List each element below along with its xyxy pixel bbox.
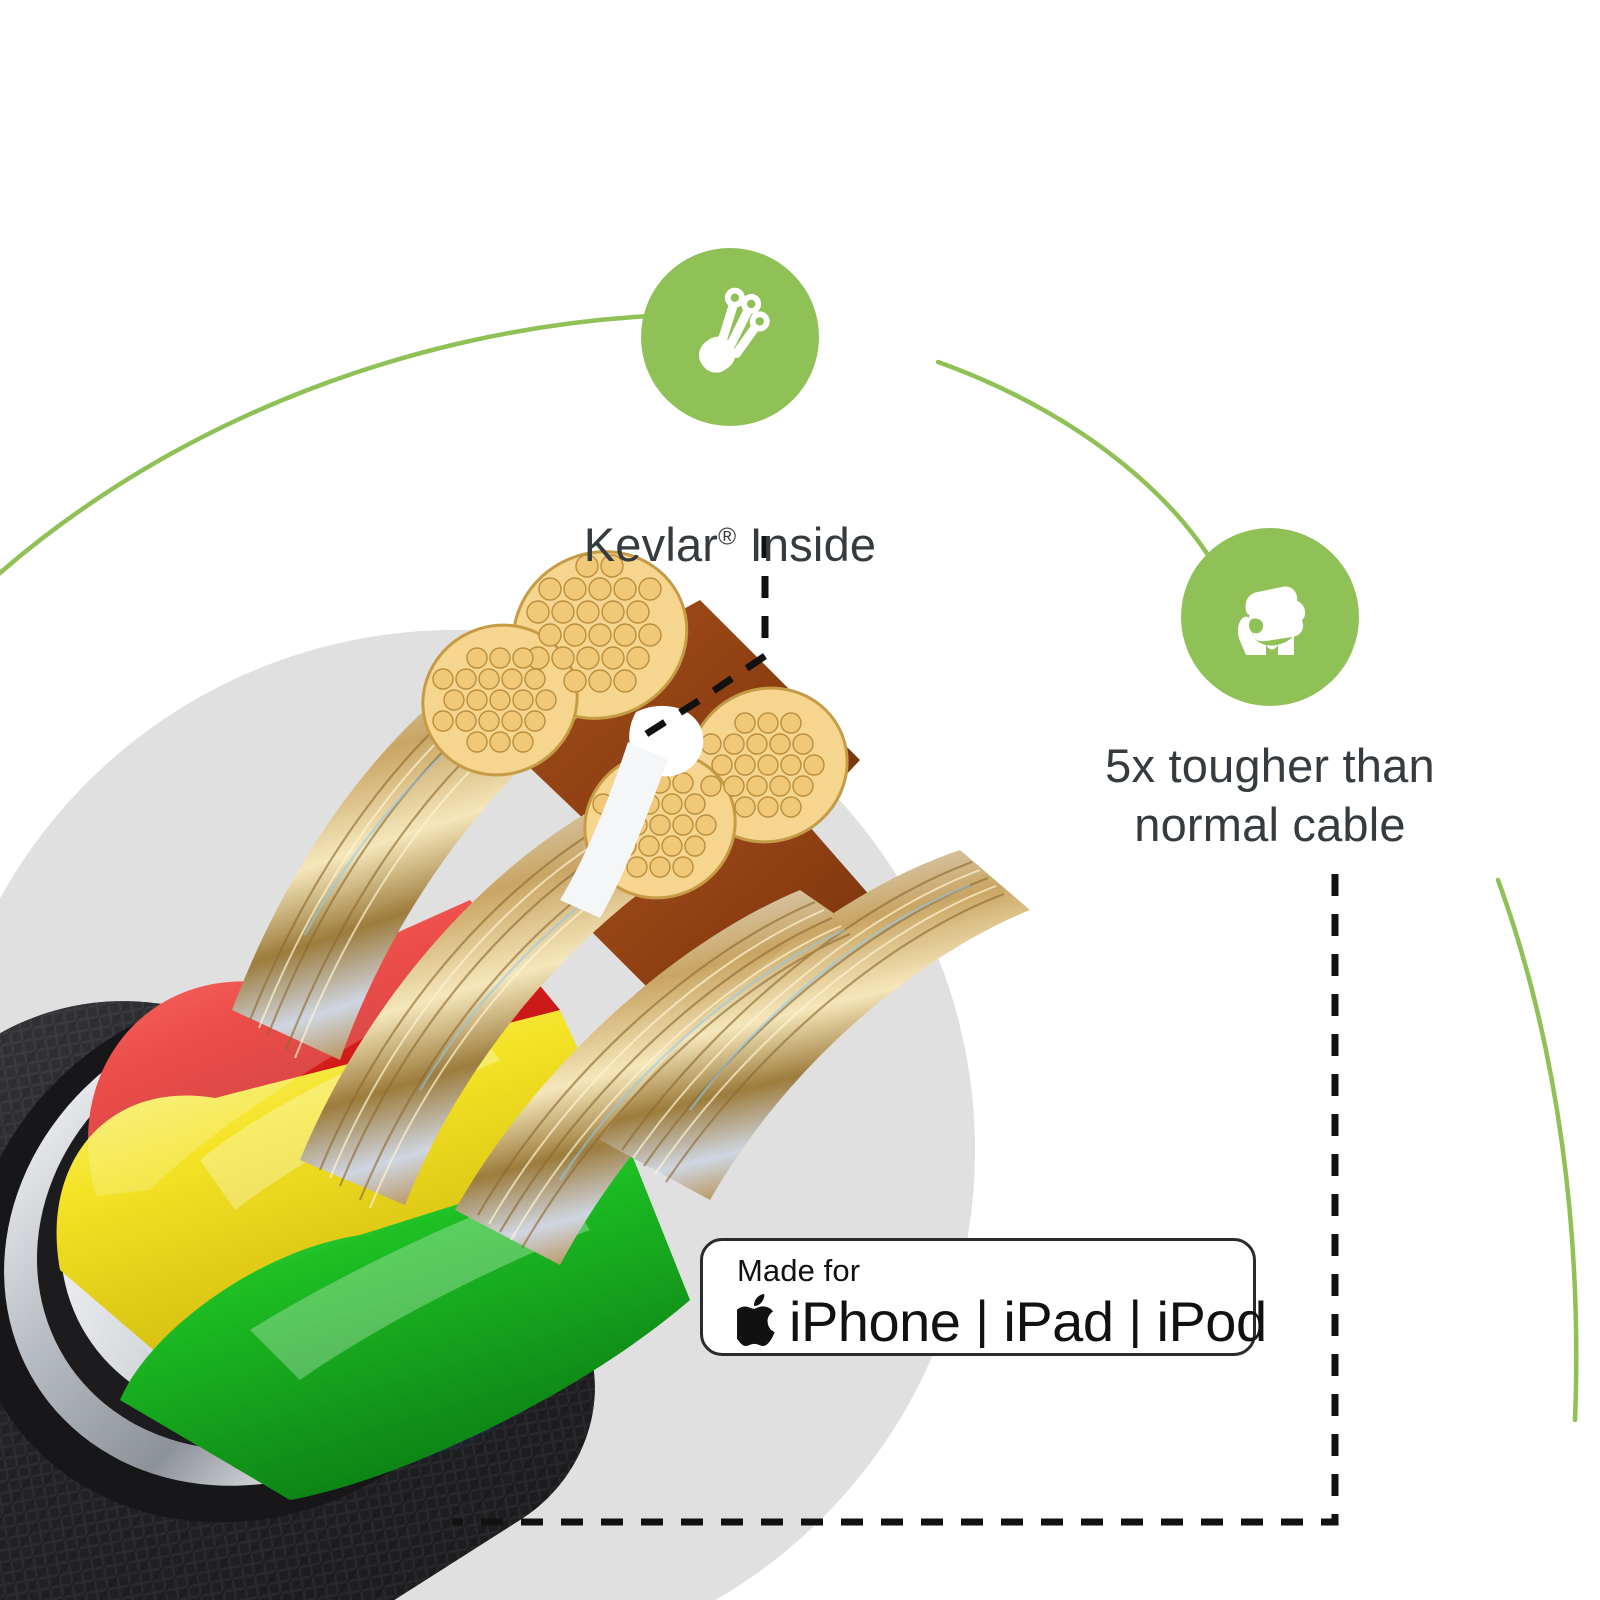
kevlar-label-text: Kevlar — [583, 518, 719, 572]
toughness-badge-circle — [1181, 528, 1359, 706]
mfi-device-ipad: iPad — [1003, 1289, 1114, 1353]
mfi-device-ipod: iPod — [1156, 1289, 1268, 1353]
kevlar-core — [560, 705, 704, 918]
registered-mark: ® — [718, 523, 737, 551]
arc-left — [0, 313, 653, 576]
fist-icon — [1237, 586, 1306, 655]
feature-toughness[interactable]: 5x tougher than normal cable — [1035, 528, 1505, 854]
kevlar-badge-label: Kevlar® Inside — [560, 456, 900, 574]
cable-wires-icon — [698, 287, 770, 373]
mfi-separator-1: | — [975, 1290, 989, 1349]
kevlar-badge-circle — [641, 248, 819, 426]
mfi-made-for-label: Made for — [737, 1253, 861, 1288]
mfi-separator-2: | — [1128, 1290, 1142, 1349]
cable-assembly — [0, 550, 1030, 1600]
arc-right — [1495, 877, 1579, 1423]
apple-logo-icon — [732, 1294, 781, 1355]
toughness-leader-line — [452, 874, 1339, 1526]
mfi-certification-badge: Made for iPhone | iPad | iPod — [700, 1238, 1267, 1356]
mfi-device-iphone: iPhone — [789, 1289, 961, 1353]
kevlar-leader-line — [638, 536, 769, 741]
mfi-device-list: iPhone | iPad | iPod — [732, 1289, 1267, 1355]
feature-kevlar-inside[interactable]: Kevlar® Inside — [560, 248, 900, 574]
copper-bundles — [232, 550, 1030, 1265]
toughness-badge-label: 5x tougher than normal cable — [1105, 739, 1435, 852]
kevlar-label-suffix: Inside — [736, 518, 877, 572]
